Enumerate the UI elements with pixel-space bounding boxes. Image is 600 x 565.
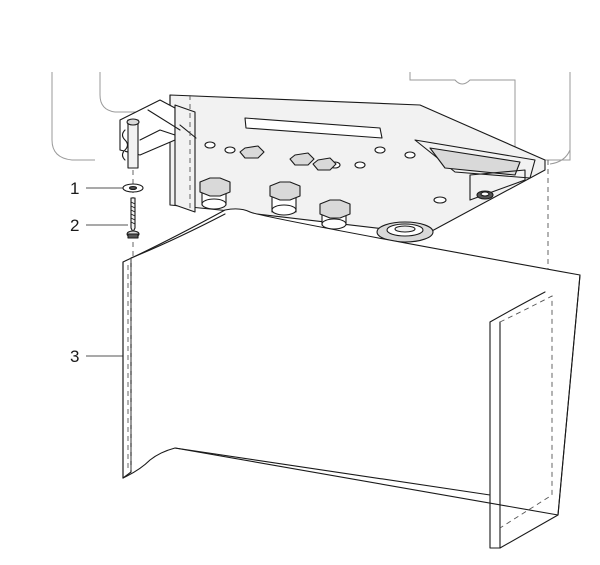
callout-leaders [86,187,128,357]
screw-part [126,197,140,239]
callout-3-label: 3 [70,347,79,366]
spring-assembly [121,118,140,169]
pipe-fittings [199,177,434,243]
cover-panel [122,208,581,549]
chassis-plate [169,94,546,233]
washer-part [122,183,144,193]
callout-labels: 1 2 3 [70,179,79,366]
callout-1-label: 1 [70,179,79,198]
callout-2-label: 2 [70,216,79,235]
